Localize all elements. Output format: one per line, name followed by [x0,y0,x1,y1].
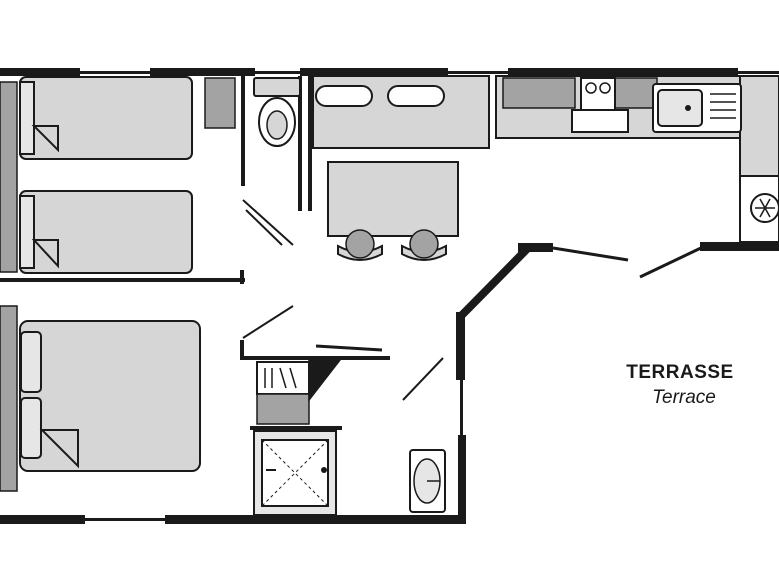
pillow-1 [19,81,35,155]
pillow-4 [20,397,42,459]
cushion-1 [315,85,373,107]
shower-tray [261,439,329,507]
dining-table [327,161,459,237]
terrace-label: TERRASSE [626,362,734,383]
snowflake-icon [750,193,779,223]
living-area [308,75,490,261]
bath-cabinet [256,393,310,425]
chair-2 [409,229,439,259]
pillow-2 [19,195,35,269]
bed-2 [19,190,193,274]
bed-1 [19,76,193,160]
cabinet-1 [502,77,576,109]
bedroom-double [0,305,390,492]
cistern [253,77,301,97]
fridge [739,175,779,243]
bedroom-twin [0,76,294,284]
chair-1 [345,229,375,259]
kitchen [495,75,779,243]
double-bed [19,320,201,472]
washbasin-icon [409,449,446,513]
bathroom [250,344,446,516]
sink-icon [652,83,742,133]
wardrobe [0,81,18,273]
cushion-2 [387,85,445,107]
wc [253,76,302,211]
exterior-walls [0,68,779,524]
pillow-3 [20,331,42,393]
counter-corner [739,75,779,177]
wardrobe-2 [0,305,18,492]
hob [571,109,629,133]
cabinet-2 [614,77,658,109]
closet [204,77,236,129]
terrace-label-en: Terrace [652,387,716,408]
